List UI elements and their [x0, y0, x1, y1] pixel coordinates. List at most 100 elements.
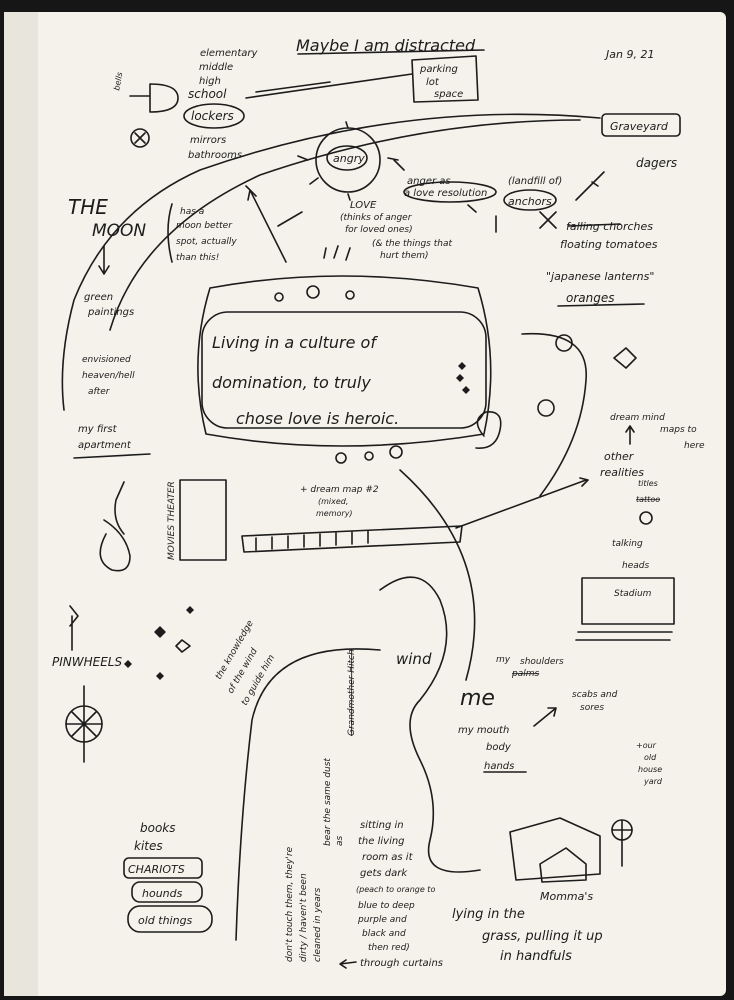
svg-text:has a: has a [180, 207, 204, 217]
svg-text:titles: titles [638, 479, 658, 488]
stadium-box [581, 577, 675, 625]
central-tv: Living in a culture of domination, to tr… [197, 275, 502, 464]
svg-text:my mouth: my mouth [458, 725, 509, 736]
svg-text:envisioned: envisioned [82, 355, 131, 365]
svg-text:heads: heads [622, 561, 649, 571]
svg-text:realities: realities [600, 466, 644, 479]
svg-text:parking: parking [419, 64, 458, 75]
chariots-box [123, 857, 203, 879]
svg-text:"japanese lanterns": "japanese lanterns" [546, 270, 654, 283]
svg-text:bathrooms: bathrooms [188, 150, 242, 161]
svg-text:space: space [434, 89, 463, 100]
school-cluster: elementary middle high school bells lock… [112, 48, 479, 161]
svg-text:+our: +our [636, 741, 657, 750]
left-descent [235, 648, 381, 941]
svg-text:LOVE: LOVE [350, 200, 377, 211]
svg-text:tattoo: tattoo [636, 495, 660, 504]
svg-text:through curtains: through curtains [360, 958, 443, 969]
svg-text:Stadium: Stadium [614, 589, 652, 599]
svg-text:my: my [496, 655, 511, 665]
svg-text:blue to deep: blue to deep [358, 901, 415, 911]
svg-text:cleaned in years: cleaned in years [313, 888, 323, 962]
svg-text:+ dream map #2: + dream map #2 [300, 485, 379, 495]
central-text-1: Living in a culture of [212, 333, 378, 352]
paper [4, 12, 726, 996]
graveyard-label: Graveyard [610, 120, 669, 133]
svg-text:then red): then red) [368, 943, 410, 953]
moon-title: THE [68, 195, 108, 219]
svg-text:grass, pulling it up: grass, pulling it up [482, 929, 603, 944]
svg-text:purple and: purple and [357, 915, 407, 925]
anchors-label: anchors [508, 195, 552, 208]
svg-text:after: after [88, 387, 111, 397]
flower-icon [274, 285, 403, 464]
svg-text:my first: my first [78, 424, 118, 435]
svg-text:angry: angry [333, 152, 365, 165]
svg-text:CHARIOTS: CHARIOTS [128, 863, 185, 876]
svg-text:house: house [638, 765, 662, 774]
moon-arc [61, 113, 601, 411]
svg-text:gets dark: gets dark [360, 868, 408, 879]
svg-text:sores: sores [580, 703, 604, 713]
svg-text:Grandmother Hitch: Grandmother Hitch [347, 649, 357, 736]
svg-text:hands: hands [484, 761, 514, 772]
svg-text:other: other [604, 450, 635, 463]
svg-text:dirty / haven't been: dirty / haven't been [299, 873, 309, 962]
svg-text:a love resolution: a love resolution [404, 188, 487, 199]
spiral-icon [99, 519, 131, 572]
svg-text:mirrors: mirrors [190, 135, 226, 146]
svg-text:(mixed,: (mixed, [318, 497, 348, 506]
svg-text:shoulders: shoulders [520, 657, 564, 667]
svg-text:body: body [486, 742, 512, 753]
svg-text:hounds: hounds [142, 887, 183, 900]
house-icon [509, 817, 601, 881]
central-text-3: chose love is heroic. [236, 409, 399, 428]
svg-text:middle: middle [199, 62, 233, 73]
date: Jan 9, 21 [604, 48, 654, 61]
inner-arc [109, 119, 581, 331]
svg-text:sitting in: sitting in [360, 820, 404, 831]
svg-text:talking: talking [612, 539, 643, 549]
svg-text:in handfuls: in handfuls [500, 949, 572, 964]
spiral-icon [475, 411, 502, 449]
svg-text:black and: black and [362, 929, 406, 939]
svg-text:bear the same dust: bear the same dust [323, 758, 333, 846]
bell-icon [129, 83, 179, 113]
svg-text:(peach to orange to: (peach to orange to [356, 885, 435, 894]
svg-text:spot, actually: spot, actually [176, 237, 237, 247]
page-title: Maybe I am distracted [296, 36, 476, 55]
svg-text:paintings: paintings [87, 307, 134, 318]
binding-shadow [4, 12, 38, 996]
svg-text:MOON: MOON [92, 221, 146, 241]
me-label: me [460, 686, 495, 711]
line-to-me [399, 469, 476, 681]
svg-text:room as it: room as it [362, 852, 414, 863]
svg-text:than this!: than this! [176, 253, 219, 263]
svg-text:Momma's: Momma's [540, 890, 593, 903]
movies-screen [179, 479, 227, 561]
movies-label: MOVIES THEATER [167, 481, 177, 560]
svg-text:dream mind: dream mind [610, 413, 665, 423]
svg-text:school: school [188, 87, 227, 101]
svg-text:palms: palms [511, 669, 539, 679]
pinwheels-label: PINWHEELS [52, 655, 122, 669]
svg-text:(landfill of): (landfill of) [508, 176, 562, 187]
svg-text:old things: old things [138, 914, 193, 927]
svg-text:apartment: apartment [78, 440, 132, 451]
svg-text:as: as [335, 835, 345, 846]
svg-text:books: books [140, 821, 176, 835]
svg-text:moon better: moon better [176, 221, 233, 231]
svg-text:hurt them): hurt them) [380, 251, 429, 261]
svg-text:bells: bells [112, 71, 124, 91]
svg-text:(thinks of anger: (thinks of anger [340, 213, 413, 223]
smiley-icon [639, 511, 653, 525]
svg-text:lockers: lockers [191, 109, 234, 123]
svg-text:floating tomatoes: floating tomatoes [560, 238, 658, 251]
svg-text:lying in the: lying in the [452, 907, 525, 922]
svg-text:heaven/hell: heaven/hell [82, 371, 135, 381]
svg-text:high: high [199, 76, 221, 87]
svg-text:don't touch them, they're: don't touch them, they're [285, 846, 295, 962]
svg-text:the living: the living [358, 836, 405, 847]
parking-lot-box [411, 55, 479, 103]
